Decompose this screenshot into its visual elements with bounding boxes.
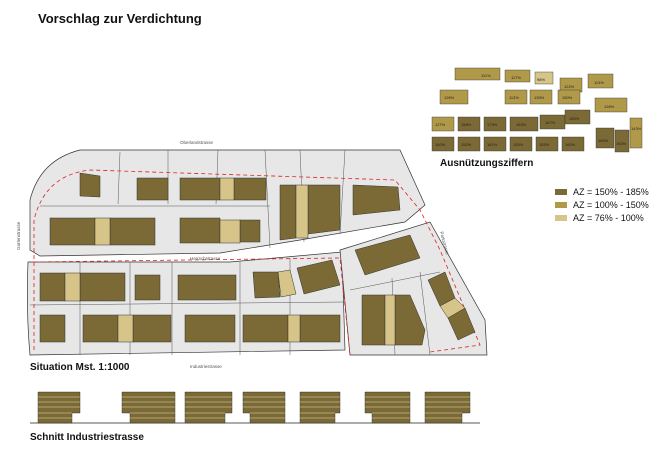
buildings-low — [64, 177, 466, 346]
az-value: 126% — [444, 95, 455, 100]
situation-caption: Situation Mst. 1:1000 — [30, 362, 130, 373]
legend-swatch — [555, 188, 567, 195]
boundary-line — [33, 169, 481, 353]
az-value: 127% — [435, 122, 446, 127]
street-label-east: Parkstrasse — [439, 231, 450, 256]
street-label-south: Industriestrasse — [190, 364, 222, 369]
az-value: 158% — [461, 122, 472, 127]
page-title: Vorschlag zur Verdichtung — [38, 11, 202, 26]
az-value: 173% — [487, 122, 498, 127]
legend-label: AZ = 150% - 185% — [573, 186, 649, 197]
legend-swatch — [555, 214, 567, 221]
legend-label: AZ = 100% - 150% — [573, 199, 649, 210]
az-value: 160% — [435, 142, 446, 147]
az-value: 139% — [534, 95, 545, 100]
az-minimap — [431, 67, 643, 153]
az-value: 143% — [631, 126, 642, 131]
az-value: 152% — [461, 142, 472, 147]
az-value: 167% — [545, 120, 556, 125]
az-value: 155% — [513, 142, 524, 147]
legend-label: AZ = 76% - 100% — [573, 212, 644, 223]
az-value: 150% — [562, 95, 573, 100]
az-value: 181% — [487, 142, 498, 147]
legend-swatch — [555, 201, 567, 208]
legend: AZ = 150% - 185% AZ = 100% - 150% AZ = 7… — [555, 185, 649, 224]
az-labels: 111% 117% 98% 122% 113% 126% 113% 139% 1… — [435, 73, 642, 147]
az-value: 183% — [598, 138, 609, 143]
legend-item: AZ = 150% - 185% — [555, 185, 649, 198]
az-value: 111% — [481, 73, 491, 78]
az-value: 163% — [516, 122, 527, 127]
ratios-caption: Ausnützungsziffern — [440, 158, 534, 169]
section-drawing — [30, 391, 480, 424]
az-value: 122% — [564, 84, 575, 89]
az-value: 113% — [509, 95, 519, 100]
boundary-line-inner — [33, 257, 351, 356]
az-value: 126% — [604, 104, 615, 109]
street-label-middle: Herrschstrasse — [190, 256, 221, 261]
az-value: 160% — [565, 142, 576, 147]
street-label-west: Gartenstrasse — [16, 221, 21, 250]
az-value: 113% — [594, 80, 604, 85]
az-value: 150% — [569, 116, 580, 121]
az-value: 117% — [511, 75, 521, 80]
az-value: 163% — [616, 141, 627, 146]
street-label-north: Oberlandstrasse — [180, 140, 214, 145]
legend-item: AZ = 100% - 150% — [555, 198, 649, 211]
az-value: 98% — [537, 77, 545, 82]
legend-item: AZ = 76% - 100% — [555, 211, 649, 224]
az-value: 153% — [539, 142, 550, 147]
section-caption: Schnitt Industriestrasse — [30, 432, 144, 443]
